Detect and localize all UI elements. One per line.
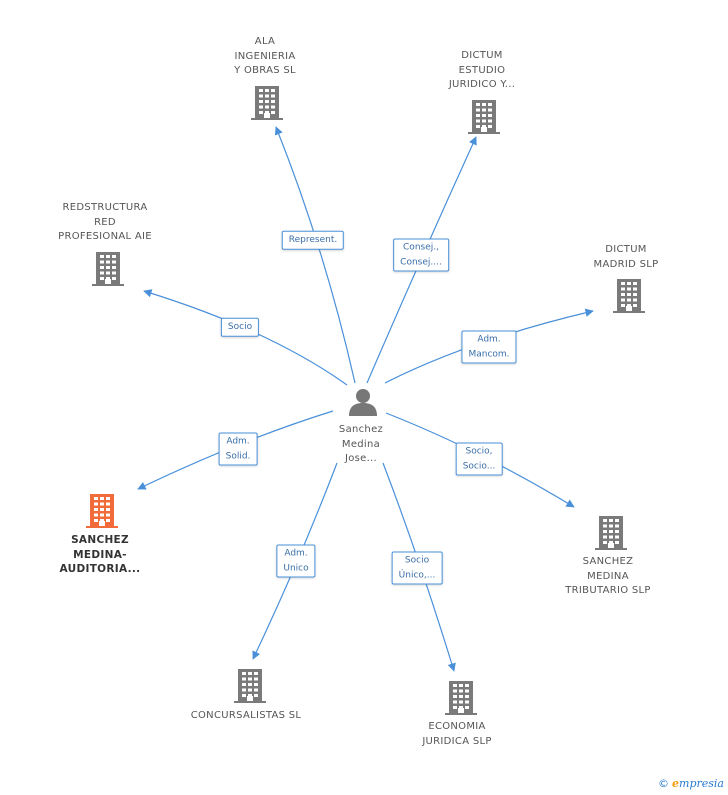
company-label-dictum-estudio[interactable]: DICTUM ESTUDIO JURIDICO Y... <box>448 50 516 90</box>
company-node-ala[interactable] <box>251 86 283 124</box>
relation-tag-economia: Socio Único,... <box>391 551 443 585</box>
company-label-redstructura[interactable]: REDSTRUCTURA RED PROFESIONAL AIE <box>58 202 152 242</box>
building-icon <box>86 494 118 528</box>
building-icon <box>595 516 627 550</box>
company-node-sanchez-tributario[interactable] <box>595 516 627 554</box>
building-icon <box>251 86 283 120</box>
relation-tag-ala: Represent. <box>281 230 345 250</box>
building-icon <box>445 681 477 715</box>
edge-redstructura <box>143 289 348 386</box>
relation-tag-redstructura: Socio <box>220 317 260 337</box>
person-icon[interactable] <box>348 388 378 420</box>
company-label-sanchez-tributario[interactable]: SANCHEZ MEDINA TRIBUTARIO SLP <box>565 556 651 596</box>
edge-ala <box>274 126 356 384</box>
relation-tag-dictum-madrid: Adm. Mancom. <box>461 330 517 364</box>
company-node-economia[interactable] <box>445 681 477 719</box>
building-icon <box>92 252 124 286</box>
company-node-dictum-madrid[interactable] <box>613 279 645 317</box>
company-label-ala[interactable]: ALA INGENIERIA Y OBRAS SL <box>234 36 296 76</box>
company-node-dictum-estudio[interactable] <box>468 100 500 138</box>
empresia-logo: ©empresia <box>658 777 724 790</box>
company-node-concursalistas[interactable] <box>234 669 266 707</box>
center-person-label[interactable]: Sanchez Medina Jose... <box>338 424 384 464</box>
building-icon <box>234 669 266 703</box>
company-label-sanchez-auditoria[interactable]: SANCHEZ MEDINA- AUDITORIA... <box>59 534 141 575</box>
relation-tag-concursalistas: Adm. Unico <box>276 544 316 578</box>
relation-tag-sanchez-tributario: Socio, Socio... <box>455 442 503 476</box>
relation-tag-dictum-estudio: Consej., Consej.... <box>393 238 449 272</box>
company-node-sanchez-auditoria[interactable] <box>86 494 118 532</box>
company-label-economia[interactable]: ECONOMIA JURIDICA SLP <box>422 721 492 747</box>
company-label-concursalistas[interactable]: CONCURSALISTAS SL <box>190 710 302 721</box>
building-icon <box>613 279 645 313</box>
relation-tag-sanchez-auditoria: Adm. Solid. <box>218 432 258 466</box>
company-label-dictum-madrid[interactable]: DICTUM MADRID SLP <box>593 244 659 270</box>
company-node-redstructura[interactable] <box>92 252 124 290</box>
building-icon <box>468 100 500 134</box>
